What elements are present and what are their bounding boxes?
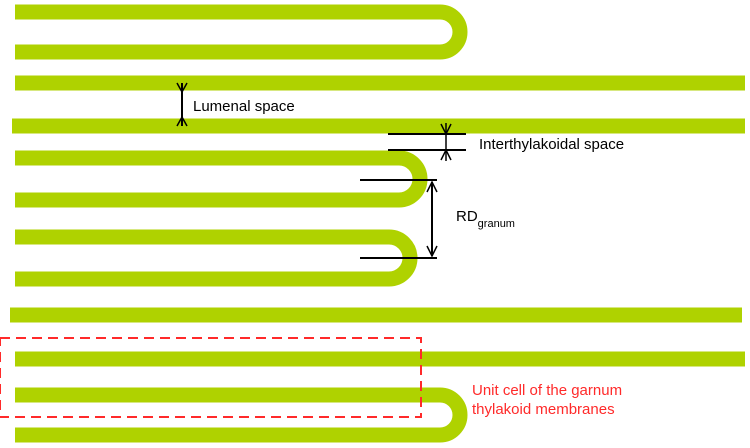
membrane-fold-bottom [15, 387, 468, 443]
thylakoid-membranes [10, 4, 745, 443]
rd-label-main: RD [456, 208, 478, 225]
membrane-fold-granum-2 [15, 229, 418, 287]
unit-cell-label-line1: Unit cell of the garnum [472, 382, 622, 399]
rd-granum-label: RDgranum [456, 208, 515, 230]
unit-cell-box [0, 337, 422, 418]
unit-cell-label-line2: thylakoid membranes [472, 401, 615, 418]
membrane-fold-top [15, 4, 468, 60]
interthylakoidal-space-marker [388, 123, 466, 161]
lumenal-space-label: Lumenal space [193, 98, 295, 115]
interthylakoidal-space-label: Interthylakoidal space [479, 136, 624, 153]
membrane-fold-granum-1 [15, 150, 428, 208]
lumenal-space-marker [176, 82, 188, 127]
rd-granum-marker [360, 179, 438, 259]
rd-label-subscript: granum [478, 218, 515, 230]
